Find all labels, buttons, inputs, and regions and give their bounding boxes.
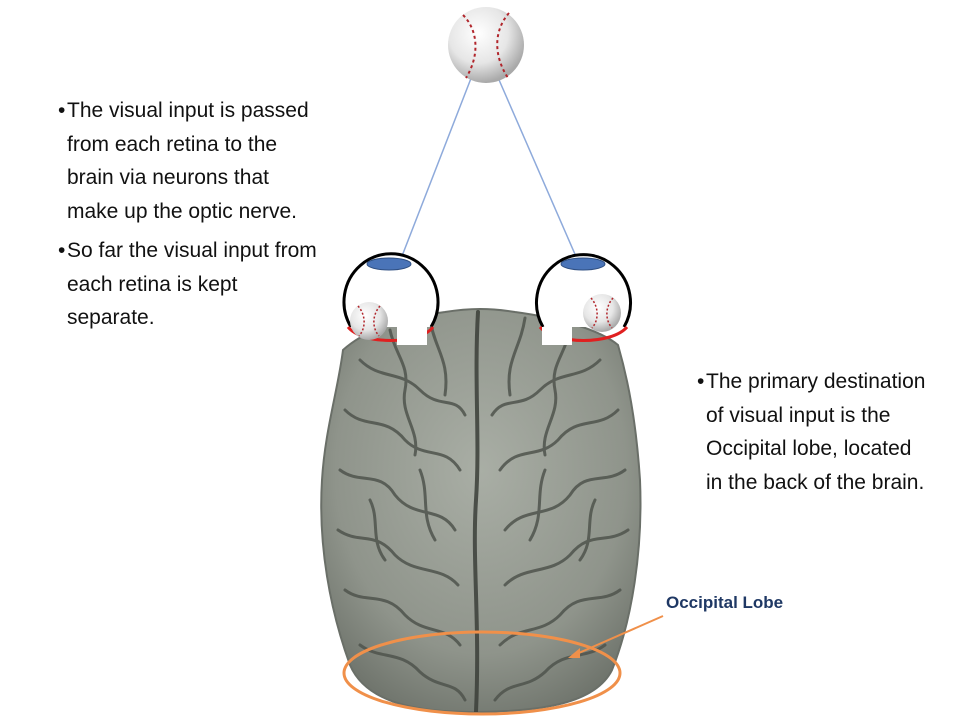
bullet-text: So far the visual input from each retina… — [67, 239, 317, 329]
occipital-highlight-ring — [342, 630, 622, 716]
bullet-marker: • — [697, 370, 705, 393]
baseball-icon — [448, 7, 524, 83]
bullet-marker: • — [58, 239, 66, 262]
lens-right — [560, 257, 606, 271]
brain-image — [320, 308, 642, 714]
bullet-item: • So far the visual input from each reti… — [58, 234, 317, 335]
left-text-block: • The visual input is passed from each r… — [58, 94, 317, 341]
bullet-item: • The visual input is passed from each r… — [58, 94, 317, 228]
bullet-marker: • — [58, 99, 66, 122]
bullet-text: The visual input is passed from each ret… — [67, 99, 309, 223]
bullet-item: • The primary destination of visual inpu… — [697, 365, 931, 499]
baseball-icon-right — [583, 294, 621, 332]
lens-left — [366, 257, 412, 271]
occipital-lobe-label: Occipital Lobe — [666, 593, 784, 612]
baseball-icon-left — [350, 302, 388, 340]
right-text-block: • The primary destination of visual inpu… — [697, 365, 931, 505]
eye-icon-left — [342, 252, 440, 345]
bullet-text: The primary destination of visual input … — [706, 370, 926, 494]
label-pointer — [568, 615, 664, 658]
eye-icon-right — [535, 253, 632, 345]
